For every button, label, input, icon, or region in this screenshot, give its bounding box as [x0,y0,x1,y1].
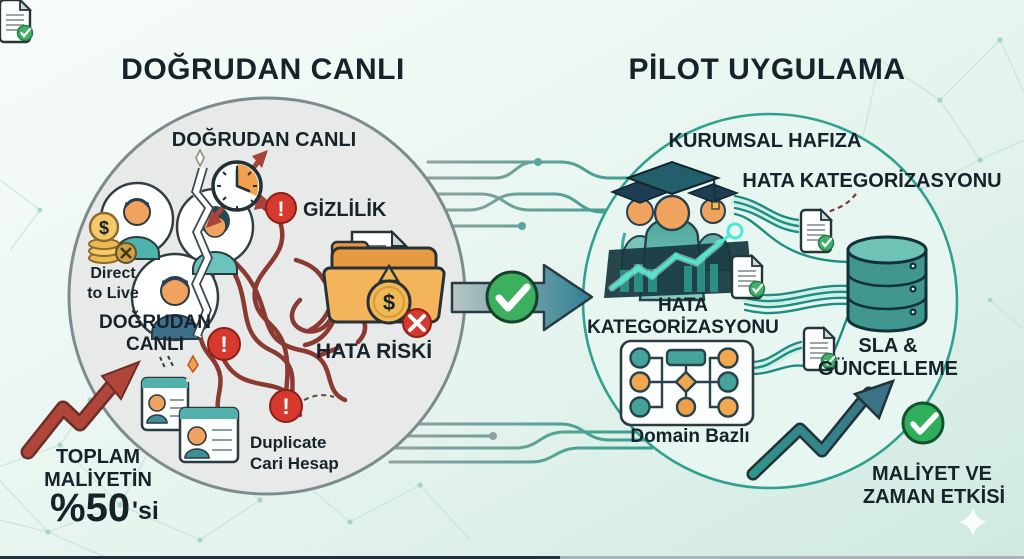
warning-exclamation: ! [278,198,285,221]
rising-cost-arrow [20,360,142,460]
sla-label-2: GÜNCELLEME [818,357,958,380]
domain-flowchart-icon [619,339,755,427]
flame-icon [187,354,199,374]
direct-to-live-label-1: Direct [90,265,136,282]
duplicate-label-2: Cari Hesap [250,454,339,473]
left-title: DOĞRUDAN CANLI [121,52,405,86]
warning-icon-3: ! [269,389,303,423]
impact-label-2: ZAMAN ETKİSİ [863,485,1005,508]
left-circle-top-label: DOĞRUDAN CANLI [172,127,356,151]
transition-arrow [450,263,594,332]
bottom-bar-right [560,556,1024,559]
domain-based-label: Domain Bazlı [630,426,749,447]
document-check-icon [0,0,34,44]
right-title: PİLOT UYGULAMA [629,53,906,86]
categorization-mid-label-1: HATA [658,295,708,316]
cost-percent-value: %50 [50,486,130,530]
coins-icon: $ [88,211,137,264]
right-circle-top-label: KURUMSAL HAFIZA [669,130,862,152]
error-risk-label: HATA RİSKİ [316,340,432,363]
broken-team-icon [99,148,255,342]
inner-left-label-2: CANLI [126,334,184,355]
analytics-chart-icon [604,222,753,298]
warning-exclamation: ! [282,394,289,419]
bag-dollar-symbol: $ [383,290,395,315]
impact-label-1: MALİYET VE [872,462,992,485]
cost-percent-suffix: 'si [132,497,159,525]
duplicate-cards-icon [140,354,240,464]
success-check-icon [901,401,945,445]
sparkle-decoration [959,508,987,536]
spark-icon [195,148,205,168]
warning-exclamation: ! [220,332,227,357]
document-check-icon-2 [799,208,835,254]
warning-icon-2: ! [207,327,241,361]
total-cost-label-1: TOPLAM [56,446,140,468]
coin-dollar-symbol: $ [99,218,109,238]
total-cost-label-2: MALİYETİN [44,468,152,491]
categorization-top-label: HATA KATEGORİZASYONU [742,169,1001,192]
inner-left-label-1: DOĞRUDAN [99,311,211,333]
circuit-traces-bottom-dot [489,432,497,440]
bottom-bar-left [0,556,560,559]
categorization-mid-label-2: KATEGORİZASYONU [587,317,779,338]
duplicate-label-1: Duplicate [250,433,327,452]
growth-arrow [746,378,896,481]
sla-label-1: SLA & [858,335,917,357]
privacy-label: GİZLİLİK [303,198,387,221]
label-callout-dashes [159,355,174,369]
categorization-callout-dash [827,193,857,214]
direct-to-live-label-2: to Live [87,285,139,302]
circuit-traces-top-dots [518,158,542,230]
database-icon [846,235,928,333]
dashed-link [303,394,335,401]
privacy-warning-icon: ! [265,192,297,224]
error-cost-folder-icon: $ [322,229,446,338]
document-check-icon-1 [730,254,766,300]
